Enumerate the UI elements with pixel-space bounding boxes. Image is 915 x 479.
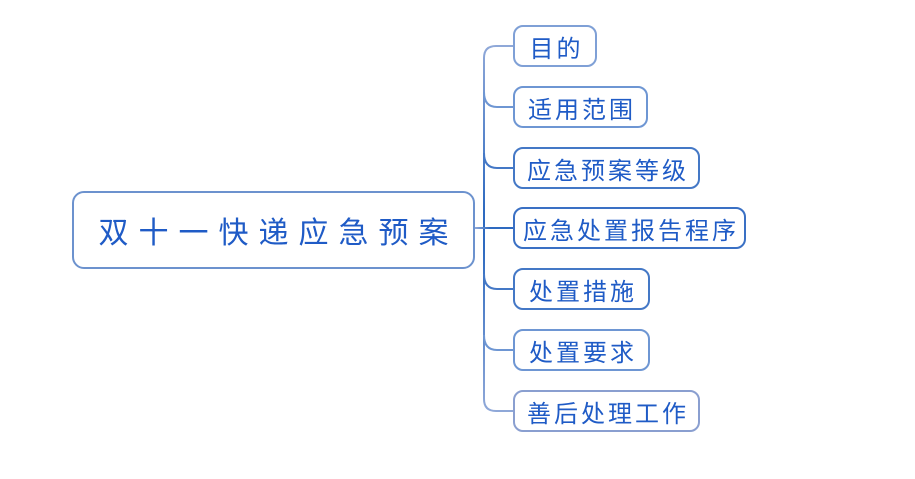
branch-node-label: 目的 (529, 36, 584, 63)
branch-elbow (483, 152, 513, 169)
branch-node-label: 应急预案等级 (527, 158, 689, 185)
branch-elbow (483, 334, 513, 351)
branch-elbow (483, 273, 513, 290)
branch-node-plan-level[interactable]: 应急预案等级 (513, 147, 700, 189)
branch-node-purpose[interactable]: 目的 (513, 25, 597, 67)
branch-node-label: 处置措施 (529, 279, 637, 306)
branch-elbow (483, 91, 513, 108)
root-node[interactable]: 双十一快递应急预案 (72, 191, 475, 269)
root-node-label: 双十一快递应急预案 (98, 217, 459, 250)
branch-node-aftermath[interactable]: 善后处理工作 (513, 390, 700, 432)
branch-node-requirements[interactable]: 处置要求 (513, 329, 650, 371)
branch-node-label: 善后处理工作 (527, 401, 689, 428)
branch-node-report-procedure[interactable]: 应急处置报告程序 (513, 207, 746, 249)
branch-node-label: 适用范围 (528, 97, 636, 124)
branch-node-scope[interactable]: 适用范围 (513, 86, 648, 128)
branch-node-label: 应急处置报告程序 (523, 218, 739, 245)
branch-node-label: 处置要求 (529, 340, 637, 367)
branch-node-measures[interactable]: 处置措施 (513, 268, 650, 310)
